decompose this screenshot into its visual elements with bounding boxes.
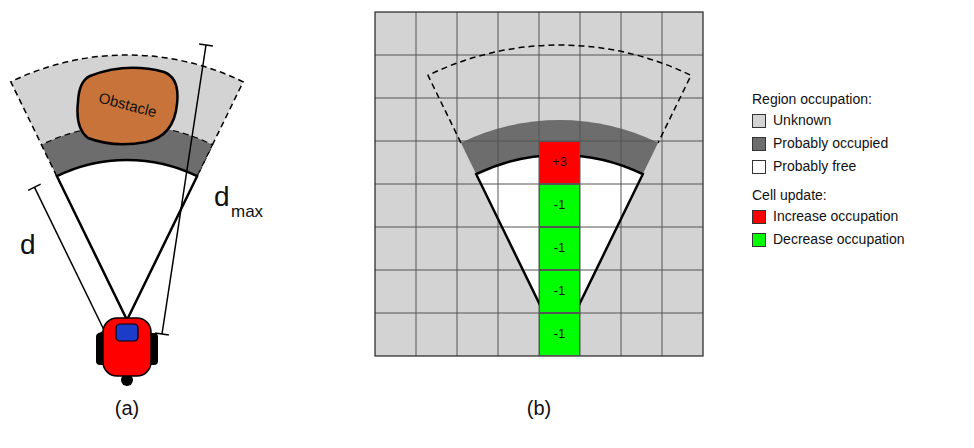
grid-cell: -1 bbox=[539, 270, 580, 313]
grid-cell: +3 bbox=[539, 141, 580, 184]
occupied-band bbox=[461, 120, 658, 345]
legend-entry: Probably occupied bbox=[752, 136, 888, 151]
grid-line bbox=[375, 98, 703, 99]
obstacle-shape: Obstacle bbox=[74, 64, 182, 146]
grid-lines bbox=[375, 12, 703, 356]
cell-value: -1 bbox=[554, 327, 566, 341]
dimension-line bbox=[34, 187, 104, 331]
robot-sensor bbox=[116, 324, 138, 341]
cell-value: -1 bbox=[554, 198, 566, 212]
panel-label: (b) bbox=[527, 397, 551, 419]
dimension-label: d bbox=[20, 230, 36, 261]
dimension-tick bbox=[28, 184, 41, 190]
grid-cell: -1 bbox=[539, 313, 580, 356]
legend-swatch bbox=[752, 114, 766, 128]
sensor-cone-a bbox=[11, 55, 243, 320]
robot bbox=[96, 318, 158, 386]
legend-swatch bbox=[752, 160, 766, 174]
legend-entry: Unknown bbox=[752, 113, 831, 128]
panel-label: (a) bbox=[115, 397, 139, 419]
grid-background bbox=[375, 12, 703, 356]
cell-value: -1 bbox=[554, 241, 566, 255]
legend-entry: Decrease occupation bbox=[752, 232, 905, 247]
grid-cell: -1 bbox=[539, 184, 580, 227]
dimension-d bbox=[28, 184, 111, 334]
grid-line bbox=[375, 55, 703, 56]
unknown-region bbox=[11, 55, 243, 320]
dimension-label: d bbox=[214, 182, 230, 213]
occupancy-grid bbox=[375, 12, 703, 356]
legend-entry: Probably free bbox=[752, 159, 856, 174]
legend-swatch bbox=[752, 233, 766, 247]
robot-body bbox=[103, 318, 151, 376]
legend-text: Increase occupation bbox=[773, 209, 898, 224]
legend-text: Decrease occupation bbox=[773, 232, 905, 247]
cell-value: +3 bbox=[552, 155, 567, 169]
grid-cell: -1 bbox=[539, 227, 580, 270]
legend-entry: Increase occupation bbox=[752, 209, 898, 224]
dimension-tick bbox=[199, 44, 213, 46]
cell-value: -1 bbox=[554, 284, 566, 298]
grid-border bbox=[375, 12, 703, 356]
legend-heading: Cell update: bbox=[752, 188, 827, 203]
obstacle-blob bbox=[77, 68, 177, 144]
legend-text: Unknown bbox=[773, 113, 831, 128]
legend-text: Probably occupied bbox=[773, 136, 888, 151]
legend-text: Probably free bbox=[773, 159, 856, 174]
legend-swatch bbox=[752, 210, 766, 224]
unknown-outline bbox=[428, 45, 691, 143]
legend-swatch bbox=[752, 137, 766, 151]
occupied-band bbox=[42, 125, 213, 320]
legend-heading: Region occupation: bbox=[752, 92, 872, 107]
dimension-subscript: max bbox=[231, 203, 263, 222]
